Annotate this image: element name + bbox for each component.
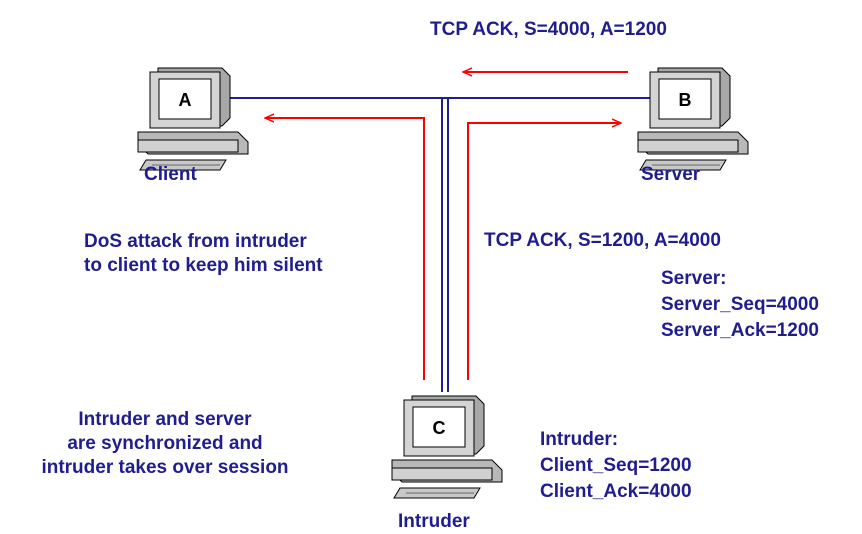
message-arrows [266, 72, 628, 380]
intruder-to-server-arrow [467, 123, 620, 380]
sync-note-line3: intruder takes over session [41, 457, 289, 478]
dos-arrow [266, 118, 425, 380]
server-state-title: Server: [661, 268, 727, 289]
client-letter: A [179, 90, 192, 110]
intruder-to-server-message: TCP ACK, S=1200, A=4000 [484, 230, 721, 251]
sync-note-line1: Intruder and server [78, 409, 252, 430]
intruder-state-title: Intruder: [540, 429, 619, 450]
client-computer-icon: A [137, 67, 249, 171]
dos-note-line1: DoS attack from intruder [84, 231, 307, 252]
server-letter: B [679, 90, 692, 110]
server-to-client-message: TCP ACK, S=4000, A=1200 [430, 19, 667, 40]
dos-note: DoS attack from intruder to client to ke… [84, 230, 323, 278]
server-label: Server [641, 164, 701, 185]
intruder-label: Intruder [398, 511, 470, 532]
intruder-computer-icon: C [391, 395, 503, 499]
intruder-seq: Client_Seq=1200 [540, 455, 692, 476]
intruder-ack: Client_Ack=4000 [540, 481, 692, 502]
intruder-letter: C [433, 418, 446, 438]
server-ack: Server_Ack=1200 [661, 320, 819, 341]
client-label: Client [144, 164, 197, 185]
server-seq: Server_Seq=4000 [661, 294, 819, 315]
server-computer-icon: B [637, 67, 749, 171]
network-lines [228, 97, 652, 392]
sync-note: Intruder and server are synchronized and… [0, 408, 330, 480]
server-state: Server: Server_Seq=4000 Server_Ack=1200 [661, 266, 819, 344]
dos-note-line2: to client to keep him silent [84, 255, 323, 276]
intruder-state: Intruder: Client_Seq=1200 Client_Ack=400… [540, 427, 692, 505]
sync-note-line2: are synchronized and [67, 433, 263, 454]
